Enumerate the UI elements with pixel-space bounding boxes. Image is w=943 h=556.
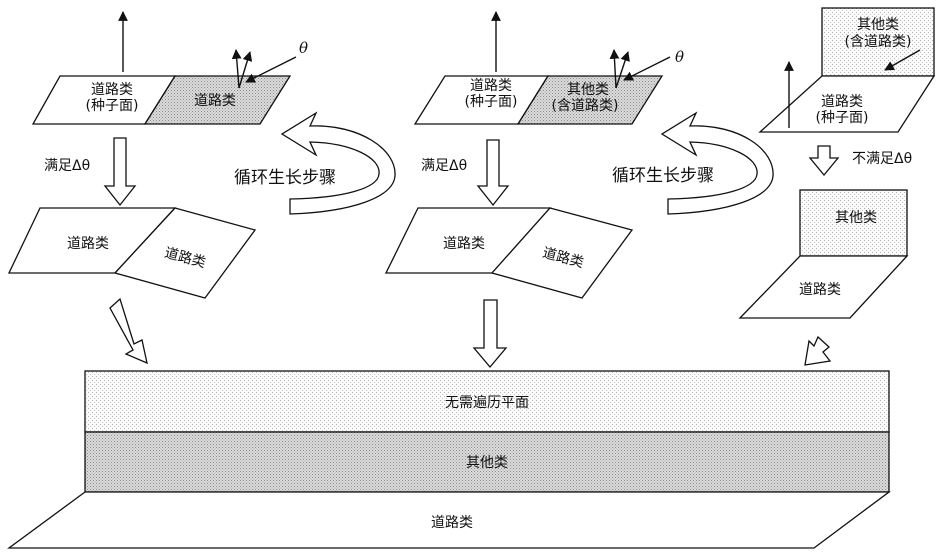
vertical-other-line1: 其他类 <box>857 17 899 33</box>
seed-road-plane-3 <box>758 75 936 133</box>
theta-label: θ <box>299 39 308 57</box>
satisfy-label-2: 满足Δθ <box>421 158 467 174</box>
road-plane-3-label: 道路类 <box>799 282 841 298</box>
candidate-label: 道路类 <box>194 93 236 109</box>
vertical-other-plane-2 <box>799 189 908 257</box>
loop-curved-arrow <box>280 111 396 215</box>
other-normal-arrow <box>884 49 921 71</box>
seed-label-2-line1: 道路类 <box>470 78 512 94</box>
vertical-other-line2: (含道路类) <box>845 34 912 50</box>
theta-label-2: θ <box>675 48 684 66</box>
loop-step-label-1: 循环生长步骤 <box>234 168 336 188</box>
other-incl-label-line1: 其他类 <box>567 82 609 98</box>
down-arrow <box>103 137 137 207</box>
diagonal-arrow-1 <box>109 297 148 365</box>
band-no-traverse <box>84 370 890 433</box>
merged-label-c: 道路类 <box>443 236 485 252</box>
band-road <box>7 491 891 549</box>
down-arrow-3 <box>472 299 508 369</box>
seed-label-2-line2: (种子面) <box>465 94 518 110</box>
seed-label-line1: 道路类 <box>91 82 133 98</box>
merged-road-plane-b <box>113 207 257 299</box>
band-road-label: 道路类 <box>431 515 473 531</box>
band-other <box>84 431 890 493</box>
diagonal-arrow-2 <box>804 335 832 366</box>
satisfy-label: 满足Δθ <box>44 158 90 174</box>
candidate-normal-arrow-4 <box>615 51 630 89</box>
result-bands: 无需遍历平面 其他类 道路类 <box>7 370 891 549</box>
column-2: 道路类 (种子面) 其他类 (含道路类) θ 满足Δθ 道路类 道路类 <box>384 11 684 369</box>
loop-step-label-2: 循环生长步骤 <box>612 166 714 186</box>
candidate-normal-arrow-2 <box>238 51 253 89</box>
band-other-label: 其他类 <box>466 455 508 471</box>
column-3: 其他类 (含道路类) 道路类 (种子面) 不满足Δθ 其他类 道路类 <box>738 7 936 366</box>
merged-road-plane-d <box>490 207 634 299</box>
road-plane-3 <box>738 255 909 319</box>
vertical-other-label-2: 其他类 <box>835 210 877 226</box>
loop-curved-arrow-2 <box>660 111 774 215</box>
candidate-normal-arrow-3 <box>609 49 620 89</box>
seed-label-3-line1: 道路类 <box>821 94 863 110</box>
other-incl-label-line2: (含道路类) <box>552 98 619 114</box>
candidate-normal-arrow <box>231 49 242 89</box>
down-arrow-4 <box>808 145 840 177</box>
theta-pointer <box>245 56 297 83</box>
loop-arrow-1: 循环生长步骤 <box>234 111 396 215</box>
column-1: 道路类 (种子面) 道路类 θ 满足Δθ 道路类 道路类 <box>7 11 308 365</box>
loop-arrow-2: 循环生长步骤 <box>612 111 774 215</box>
seed-label-3-line2: (种子面) <box>816 110 869 126</box>
not-satisfy-label: 不满足Δθ <box>852 151 912 167</box>
down-arrow-2 <box>476 139 510 207</box>
band-no-traverse-label: 无需遍历平面 <box>445 395 529 411</box>
merged-label-a: 道路类 <box>67 236 109 252</box>
theta-pointer-2 <box>623 56 671 81</box>
seed-label-line2: (种子面) <box>86 98 139 114</box>
vertical-other-plane <box>821 7 935 77</box>
